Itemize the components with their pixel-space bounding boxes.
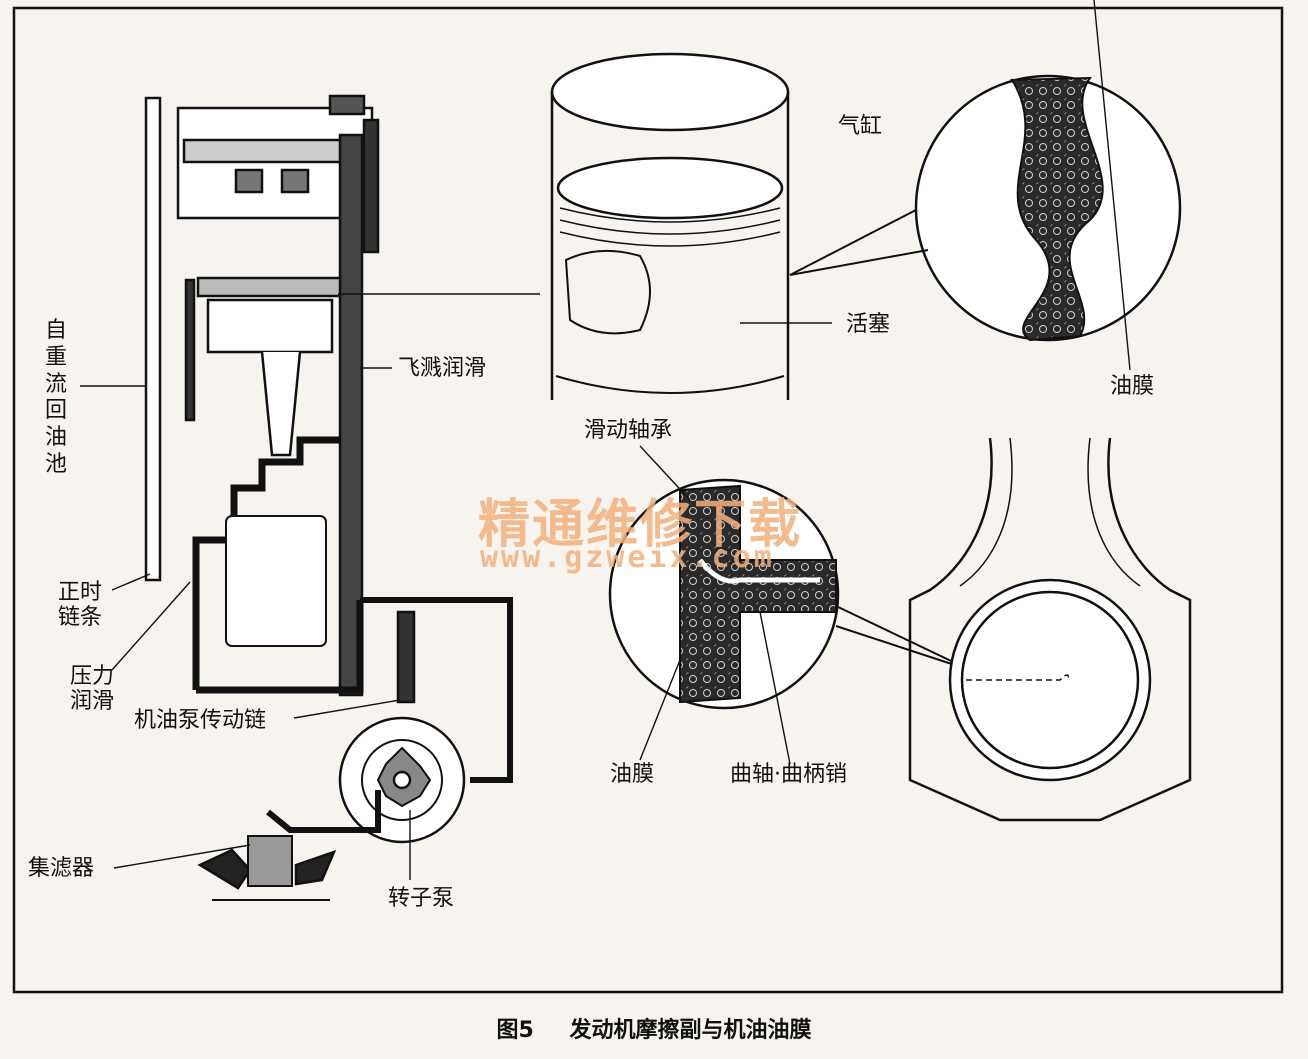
figure-number: 图5: [496, 1018, 534, 1043]
engine-cross-section: [144, 94, 513, 901]
label-rotor-pump: 转子泵: [388, 886, 455, 911]
strainer: [197, 835, 337, 901]
label-splash-lubrication: 飞溅润滑: [398, 356, 487, 381]
figure-frame: [12, 6, 1284, 994]
label-strainer: 集滤器: [28, 856, 95, 881]
label-gravity-return: 自重流回油池: [44, 318, 67, 478]
label-oil-film-top: 油膜: [1110, 374, 1155, 399]
label-oil-film-bottom: 油膜: [610, 762, 655, 787]
watermark-text: 精通维修下载: [478, 494, 803, 555]
piston-cylinder-diagram: [338, 52, 832, 400]
oil-film-magnifier-top: [789, 0, 1182, 371]
figure-title: 发动机摩擦副与机油油膜: [569, 1018, 812, 1043]
label-pressure-lubrication: 压力润滑: [70, 664, 115, 715]
label-piston: 活塞: [846, 312, 891, 337]
figure-caption: 图5 发动机摩擦副与机油油膜: [0, 1012, 1308, 1044]
watermark-url: www.gzweix.com: [480, 540, 775, 575]
label-cylinder: 气缸: [838, 114, 883, 139]
timing-chain: [144, 96, 162, 582]
label-plain-bearing: 滑动轴承: [584, 418, 673, 443]
connecting-rod-big-end: [908, 437, 1192, 822]
oil-film-magnifier-bottom: [608, 445, 971, 765]
leader-lines-left: [80, 367, 411, 880]
label-timing-chain: 正时链条: [58, 580, 103, 631]
label-oil-pump-drive-chain: 机油泵传动链: [134, 708, 267, 733]
label-crankshaft-pin: 曲轴·曲柄销: [730, 762, 847, 787]
